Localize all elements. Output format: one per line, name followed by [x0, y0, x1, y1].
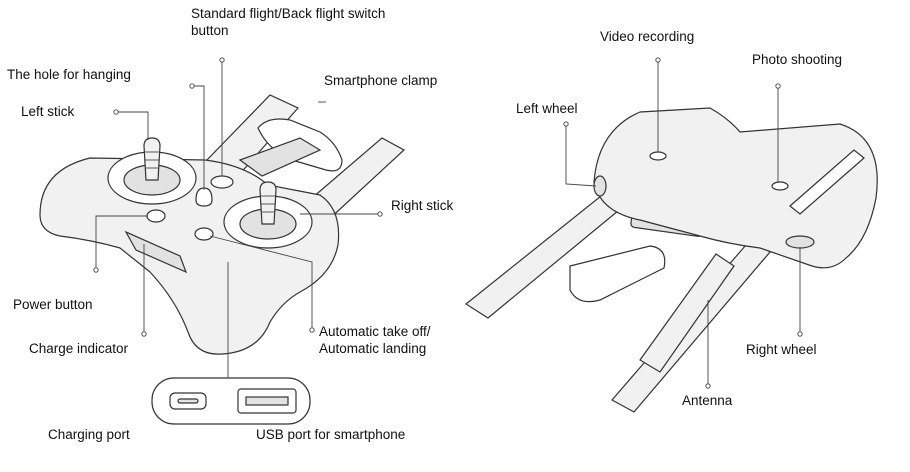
label-smartphone-clamp: Smartphone clamp [324, 73, 438, 88]
smartphone-clamp-back [569, 245, 666, 303]
label-antenna: Antenna [682, 393, 733, 408]
power-button[interactable] [146, 209, 166, 223]
side-ports [124, 230, 188, 274]
label-right-wheel: Right wheel [746, 342, 817, 357]
label-charge-indicator: Charge indicator [29, 341, 129, 356]
label-left-stick: Left stick [21, 104, 75, 119]
controller-back-view [464, 57, 878, 413]
label-right-stick: Right stick [391, 198, 454, 213]
label-switch-button-line2: button [191, 23, 229, 38]
label-power-button: Power button [13, 297, 93, 312]
controller-body-back [593, 107, 878, 269]
smartphone-clamp [238, 118, 343, 177]
flight-switch-button[interactable] [210, 175, 234, 189]
takeoff-landing-button[interactable] [194, 227, 214, 241]
left-stick[interactable] [143, 137, 161, 181]
label-switch-button-line1: Standard flight/Back flight switch [191, 6, 386, 21]
video-recording-button[interactable] [649, 151, 667, 161]
right-wheel[interactable] [785, 235, 815, 249]
label-charging-port: Charging port [48, 427, 130, 442]
label-left-wheel: Left wheel [516, 101, 578, 116]
photo-shooting-button[interactable] [771, 181, 789, 191]
hanging-hole [195, 187, 213, 207]
label-auto-takeoff-line1: Automatic take off/ [319, 324, 431, 339]
label-auto-takeoff-line2: Automatic landing [319, 341, 427, 356]
label-hole-for-hanging: The hole for hanging [7, 67, 131, 82]
controller-front-view [39, 57, 406, 425]
label-photo-shooting: Photo shooting [752, 52, 843, 67]
leader-lines-right [563, 57, 803, 389]
leader-lines-left [93, 57, 383, 378]
right-stick[interactable] [259, 181, 277, 225]
label-usb-port: USB port for smartphone [256, 427, 406, 442]
label-video-recording: Video recording [600, 29, 695, 44]
